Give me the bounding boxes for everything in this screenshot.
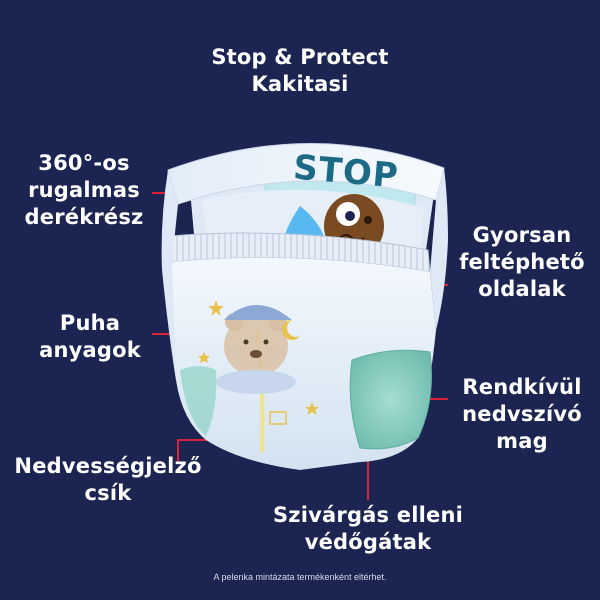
star-icon	[305, 402, 319, 415]
callout-soft-materials: Puha anyagok	[39, 311, 141, 362]
callout-leak-guards: Szivárgás elleni védőgátak	[272, 503, 463, 554]
left-leg-core	[180, 366, 217, 436]
callout-absorbent-core: Rendkívül nedvszívó mag	[462, 375, 582, 453]
disclaimer-footnote: A pelenka mintázata termékenként eltérhe…	[213, 572, 387, 582]
callout-wetness-indicator: Nedvességjelző csík	[14, 454, 202, 505]
callout-tear-sides: Gyorsan feltéphető oldalak	[459, 223, 585, 301]
callout-stop-protect: Stop & Protect Kakitasi	[211, 45, 389, 96]
bear-print	[216, 305, 296, 394]
moon-icon	[282, 320, 300, 340]
star-icons	[198, 300, 319, 415]
diaper-right-side	[430, 168, 448, 330]
callout-waistband: 360°-os rugalmas derékrész	[24, 151, 144, 229]
star-icon	[208, 300, 224, 316]
sign-icon	[269, 411, 287, 425]
diaper-left-side	[161, 170, 178, 380]
star-icon	[198, 352, 210, 363]
absorbent-core-area	[349, 349, 432, 450]
